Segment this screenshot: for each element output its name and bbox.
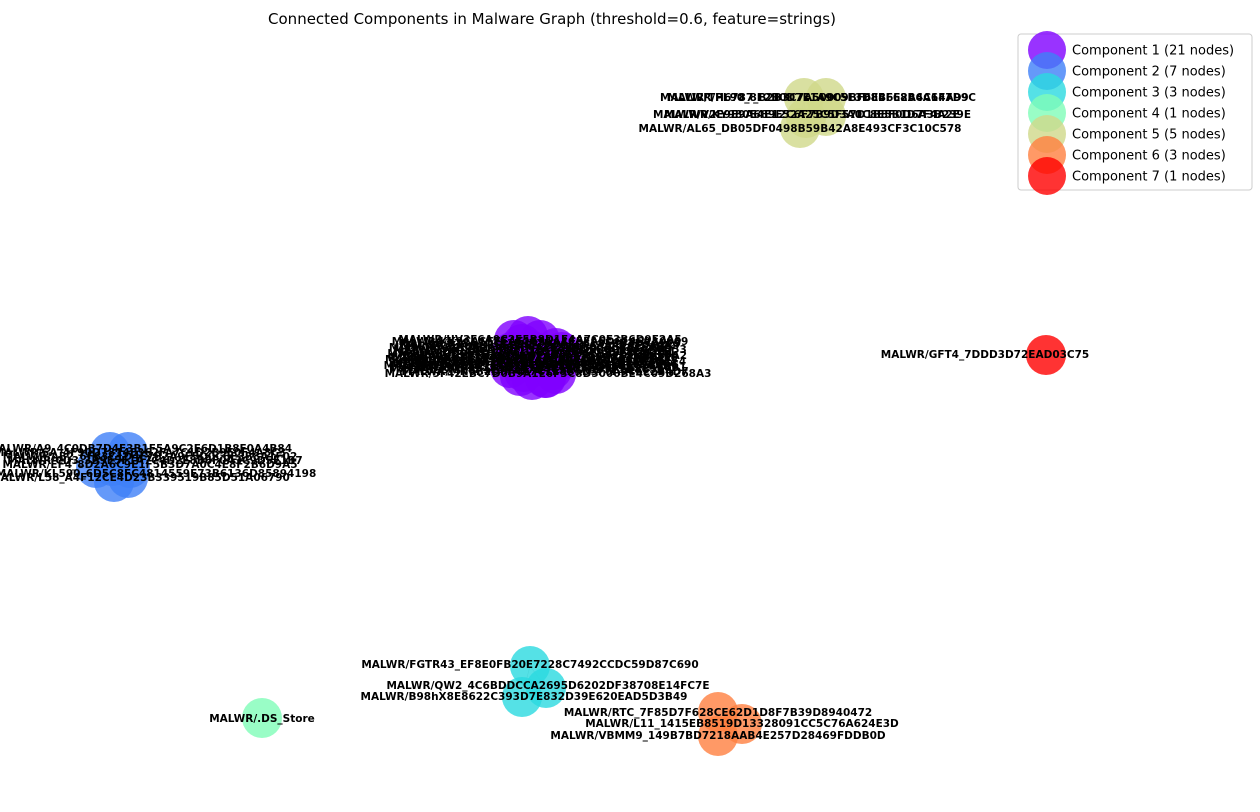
legend-label: Component 3 (3 nodes) — [1072, 86, 1226, 101]
node-label: MALWR/V2E9E9A689E52A25C5F57D1B8F0D6A3B23… — [653, 109, 971, 121]
node-label: MALWR/5F42EBC7D0B9A1E6F3C8D5000BE4C09D26… — [385, 368, 712, 380]
node-label: MALWR/QW2_4C6BDDCCA2695D6202DF38708E14FC… — [386, 680, 709, 692]
legend-label: Component 5 (5 nodes) — [1072, 128, 1226, 143]
graph-node[interactable] — [525, 358, 565, 398]
graph-node[interactable] — [1026, 335, 1066, 375]
node-label: MALWR/JK5D8B2F6A9C3E1D7B4F0A8C5E2D9B3 — [385, 354, 665, 366]
legend: Component 1 (21 nodes) Component 2 (7 nod… — [1017, 31, 1253, 195]
graph-node[interactable] — [698, 716, 738, 756]
node-label: MALWR/CD3_3B9E5F1A7C4D2E8B6F0A3C9D5E1B7 — [7, 455, 303, 467]
node-label: MALWR/L11_1415EB8519D13328091CC5C76A624E… — [585, 718, 899, 730]
node-label: MALWR/KK9CASEEEAE1531A4C5EA6D61469A0069 — [392, 336, 689, 348]
node-label: MALWR/L58_A4F12CE4D23B339519B85D51A06790 — [0, 472, 290, 484]
labels-layer: MALWR/KK9CASEEEAE1531A4C5EA6D61469A0069M… — [0, 92, 1089, 742]
legend-frame — [1017, 33, 1253, 191]
graph-node[interactable] — [502, 677, 542, 717]
node-label: MALWR/WX8C1E4B7D0F3A6C9E2B5D8F1A4C7E0 — [392, 352, 678, 364]
node-label: MALWR/F8E1D3C48A2BD15C6E33A8B0A4FDD22 — [388, 352, 672, 364]
node-label: MALWR/QWE2D7F1A3B6C4E9D0F58A2B1C7E4D6 — [391, 360, 679, 372]
nodes-layer — [76, 78, 1066, 756]
node-label: MALWR/A9_4C0DB7D4E3B1F5A9C2E6D1B8F0A4B84 — [0, 443, 292, 455]
node-label: MALWR/FGTR43_EF8E0FB20E7228C7492CCDC59D8… — [361, 659, 698, 671]
legend-label: Component 7 (1 nodes) — [1072, 170, 1226, 185]
node-label: MALWR/VBMM9_149B7BD7218AAB4E257D28469FDD… — [550, 730, 886, 742]
node-label: MALWR/AL65_DB05DF0498B59B42A8E493CF3C10C… — [639, 123, 962, 135]
node-label: MALWR/OP9E2B5D8F1A4C7E3B6D0F9A2C5E8B1 — [403, 362, 686, 374]
node-label: MALWR/TY6B9D2F5A8C1E4B7D0F3A6C9E2B5D8 — [384, 360, 667, 372]
node-label: MALWR/KL590_6D5C8FC4814559E73B6136D85894… — [0, 468, 316, 480]
legend-label: Component 6 (3 nodes) — [1072, 149, 1226, 164]
node-label: MALWR/RTC_7F85D7F628CE62D1D8F7B39D894047… — [564, 707, 872, 719]
legend-label: Component 2 (7 nodes) — [1072, 65, 1226, 80]
node-label: MALWR/.DS_Store — [209, 713, 315, 725]
node-label: MALWR/SA_4F90D7814E362FA7C1D2B9E0F4A8C3 — [0, 447, 286, 459]
node-label: MALWR/RT8A5C3E1F9B7D2A4C6E8F0B3D5A1C9 — [399, 338, 681, 350]
graph-node[interactable] — [780, 108, 820, 148]
node-label: MALWR/KY980E4E12C6F7B9D3A0C8E5B1D7F4A2E — [664, 109, 960, 121]
node-label: MALWR/MN6B2D9F4A7C1E8B5D3F0A9C6E2B4D7 — [401, 366, 688, 378]
node-label: MALWR/GH7F3A6D1C9E4B2F8A5D7C0E3B6F9A2 — [403, 350, 687, 362]
node-label: MALWR/9ZASEBD9B71D1A4A8ED5C0CB4F0B6D53 — [393, 344, 687, 356]
chart-title: Connected Components in Malware Graph (t… — [268, 10, 836, 28]
legend-marker — [1028, 157, 1066, 195]
node-label: MALWR/PL9AB3F1D2E57C6D0E9A21CC4F8B7D2 — [389, 356, 671, 368]
node-label: MALWR/GFT4_7DDD3D72EAD03C75 — [881, 349, 1090, 361]
node-label: MALWR/PL90_8F2B0D7E1A9C5F3D8B6E2A4C1F7D9 — [667, 92, 968, 104]
node-label: MALWR/ZX3C8A1E5F2B7D4C9E0A6B3F1D8C5E7 — [389, 364, 671, 376]
node-label: MALWR/XX0ASSEEEA5E2571E6F63A4C6E0A0B9 — [400, 340, 680, 352]
node-label: MALWR/UV3F6A9C2E5B8D1F4A7C0E3B6D9F2A5 — [398, 334, 681, 346]
node-label: MALWR/AS4E7B1D9C3F6A2E8B5D0C7F4A1E3B6 — [389, 342, 671, 354]
node-label: MALWR/EF4_8D2A6C9E1F5B3D7A0C4E8F2B6D9A5 — [2, 459, 297, 471]
node-label: MALWR/BCD9E8D1A7CC4B8BDC55E3B7F3D52C4 — [387, 348, 672, 360]
node-label: MALWR/AB2_6F83C1D4E7B2A9F5D0C6E3B8A1F02 — [3, 451, 298, 463]
node-label: MALWR/LM1A4C7E3B9D6F2A8C5E0B4D7F1A3C6 — [393, 358, 677, 370]
graph-node[interactable] — [242, 698, 282, 738]
node-label: MALWR/B98hX8E8622C393D7E832D39E620EAD5D3… — [361, 691, 688, 703]
edges-layer — [95, 97, 827, 737]
graph-node[interactable] — [494, 320, 534, 360]
node-label: MALWR/YZ2D5F8A1C4E7B0D3F6A9C2E5B8D1F4 — [404, 356, 686, 368]
node-label: MALWR/DF2C9E5A8B1D4F7C3E6A0B9D2F5C8E1 — [394, 346, 676, 358]
graph-node[interactable] — [108, 458, 148, 498]
legend-label: Component 1 (21 nodes) — [1072, 44, 1234, 59]
legend-label: Component 4 (1 nodes) — [1072, 107, 1226, 122]
node-label: MALWR/TH6787_B2B3C7A50009BF6E4F68B6A64A9… — [660, 92, 976, 104]
